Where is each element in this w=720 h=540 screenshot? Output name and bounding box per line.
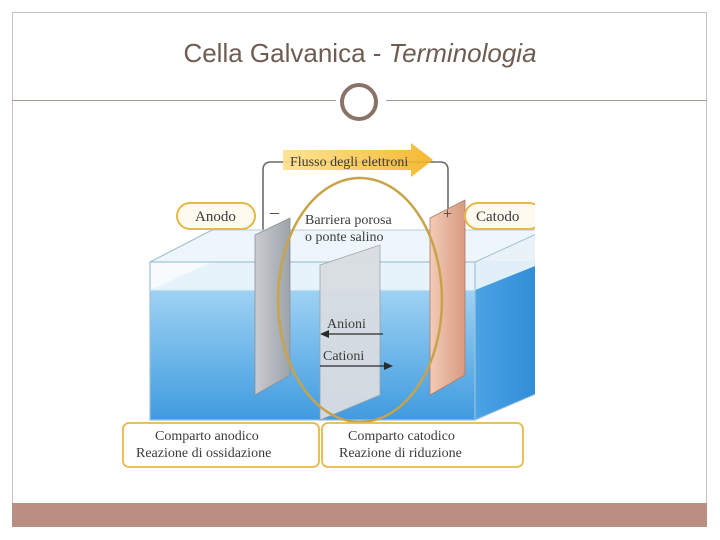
cathode-sign: + [443,206,452,223]
cathodic-compartment-label: Comparto catodico [348,429,455,444]
cations-label: Cationi [323,349,364,364]
cathodic-compartment-box [321,422,524,468]
cathode-label: Catodo [476,209,519,225]
title-divider-right [386,100,707,101]
cations-arrow [320,362,393,370]
anions-label: Anioni [327,317,366,332]
barrier-highlight [276,176,444,424]
electron-flow-label: Flusso degli elettroni [290,155,408,170]
slide-title: Cella Galvanica - Terminologia [0,38,720,69]
title-italic: Terminologia [388,38,537,68]
anodic-compartment-label: Comparto anodico [155,429,259,444]
ring-ornament [340,83,378,121]
cathode-label-pill [464,202,535,230]
anodic-compartment-box [122,422,320,468]
anode-label-pill [176,202,256,230]
title-divider-left [12,100,336,101]
barrier-label-line2: o ponte salino [305,230,384,245]
anode-electrode [254,217,291,396]
anode-label: Anodo [195,209,236,225]
electron-flow-arrow [283,143,433,177]
title-main: Cella Galvanica - [183,38,389,68]
anode-sign: – [269,202,280,222]
galvanic-cell-diagram: Flusso degli elettroni Anodo – [122,143,535,468]
reduction-label: Reazione di riduzione [339,446,462,461]
footer-bar [12,503,707,527]
oxidation-label: Reazione di ossidazione [136,446,271,461]
porous-barrier [319,244,381,421]
cathode-electrode [429,199,466,396]
anions-arrow [320,330,383,338]
barrier-label-line1: Barriera porosa [305,213,392,228]
